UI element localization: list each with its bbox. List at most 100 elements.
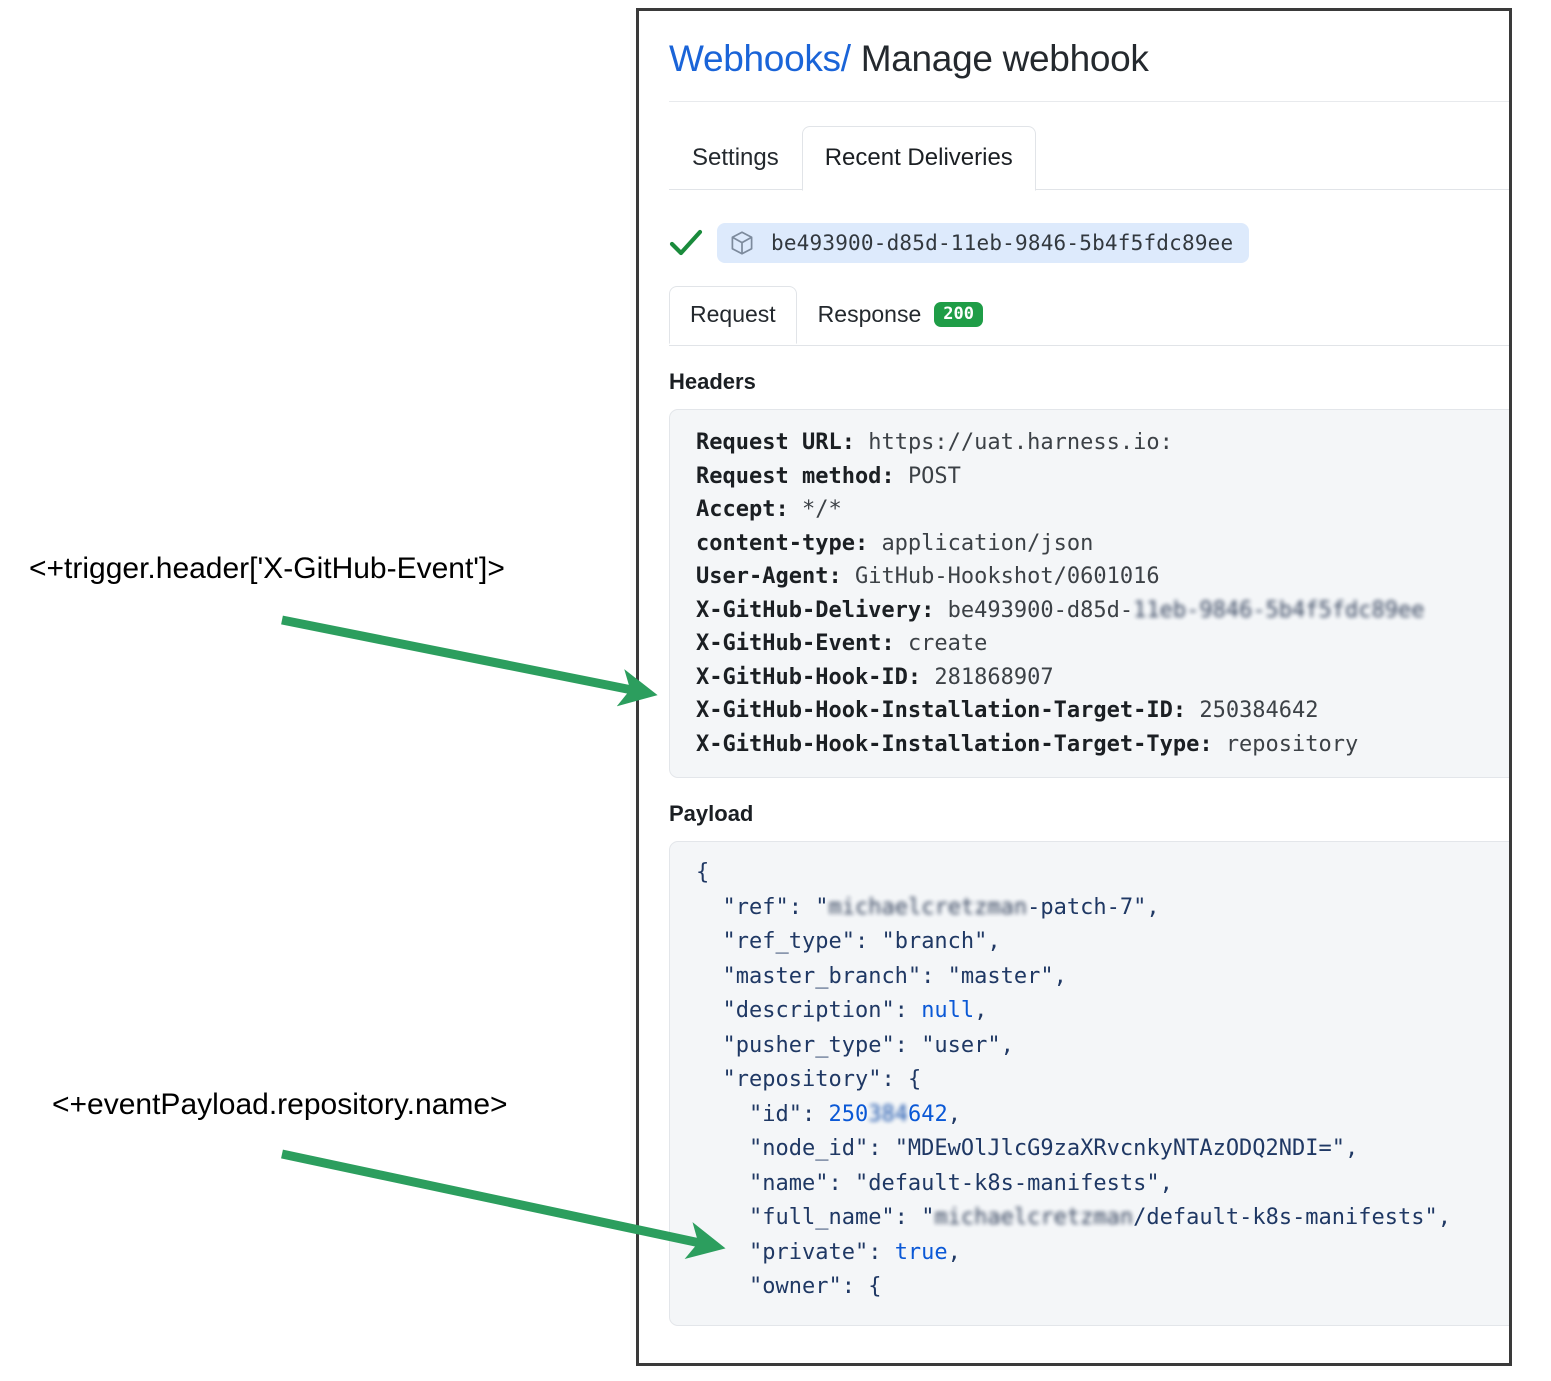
header-key: X-GitHub-Delivery: [696,597,935,623]
payload-comma: , [974,998,988,1023]
payload-comma: , [1437,1205,1452,1230]
payload-value: "default-k8s-manifests" [854,1170,1160,1196]
payload-value-tail: 642 [907,1101,948,1127]
payload-key: "ref_type": [722,929,869,954]
payload-quote: " [921,1205,935,1230]
tab-settings[interactable]: Settings [692,144,779,171]
header-key: X-GitHub-Hook-Installation-Target-Type: [696,731,1213,757]
header-value: create [907,631,988,656]
payload-key: "pusher_type": [722,1032,908,1058]
payload-line: "ref": "michaelcretzman-patch-7", [696,891,1509,926]
tab-recent-deliveries[interactable]: Recent Deliveries [801,126,1036,191]
payload-value: { [907,1067,922,1092]
header-value: 250384642 [1199,698,1319,723]
header-key: X-GitHub-Hook-Installation-Target-ID: [696,698,1187,723]
payload-key: "full_name": [748,1205,908,1230]
page-title-text: Manage webhook [860,38,1149,79]
payload-open-brace: { [696,860,710,885]
headers-code-box: Request URL: https://uat.harness.io: Req… [669,409,1509,778]
payload-value: -patch-7" [1027,894,1147,920]
header-line: X-GitHub-Event: create [696,627,1509,661]
subtab-response-label: Response [817,301,922,327]
header-key: Request URL: [696,430,855,455]
title-divider [669,101,1509,102]
payload-line: "owner": { [696,1270,1509,1305]
payload-line: "private": true, [696,1236,1509,1271]
payload-line: "node_id": "MDEwOlJlcG9zaXRvcnkyNTAzODQ2… [696,1132,1509,1167]
header-line: User-Agent: GitHub-Hookshot/0601016 [696,560,1509,594]
header-key: X-GitHub-Event: [696,631,895,656]
payload-code-box: { "ref": "michaelcretzman-patch-7", "ref… [669,841,1509,1326]
header-line: Request URL: https://uat.harness.io: [696,426,1509,460]
check-icon [669,228,703,258]
header-value: https://uat.harness.io: [868,430,1173,455]
payload-line: "pusher_type": "user", [696,1029,1509,1064]
payload-value: "user" [921,1032,1001,1058]
delivery-id-text: be493900-d85d-11eb-9846-5b4f5fdc89ee [771,231,1234,255]
payload-line: "full_name": "michaelcretzman/default-k8… [696,1201,1509,1236]
header-line: X-GitHub-Hook-Installation-Target-Type: … [696,728,1509,762]
payload-comma: , [1345,1136,1359,1161]
annotation-arrow-trigger-header [281,615,658,707]
payload-comma: , [1053,963,1067,989]
payload-key: "name": [748,1170,842,1196]
header-line: X-GitHub-Hook-Installation-Target-ID: 25… [696,694,1509,728]
header-line: X-GitHub-Delivery: be493900-d85d-11eb-98… [696,594,1509,628]
payload-value: "branch" [881,929,988,954]
header-value: 281868907 [934,664,1054,690]
webhook-screenshot-panel: Webhooks/ Manage webhook Settings Recent … [636,8,1512,1366]
annotation-label-event-payload: <+eventPayload.repository.name> [52,1088,508,1121]
header-key: Request method: [696,463,895,489]
header-line: Request method: POST [696,460,1509,494]
payload-key: "ref": [722,894,802,920]
header-line: Accept: */* [696,493,1509,527]
payload-quote: " [815,894,829,920]
payload-value: /default-k8s-manifests" [1133,1205,1438,1230]
payload-key: "id": [748,1101,816,1127]
payload-key: "node_id": [748,1136,882,1161]
subtab-response[interactable]: Response 200 [797,286,1004,344]
redacted-delivery-id: 11eb-9846-5b4f5fdc89ee [1133,597,1425,623]
breadcrumb-separator: / [840,38,851,79]
payload-comma: , [1146,894,1160,920]
breadcrumb-webhooks-link[interactable]: Webhooks [669,38,841,79]
payload-line: "repository": { [696,1063,1509,1098]
delivery-row: be493900-d85d-11eb-9846-5b4f5fdc89ee [669,220,1509,266]
annotation-label-trigger-header: <+trigger.header['X-GitHub-Event']> [29,552,505,585]
payload-line-name: "name": "default-k8s-manifests", [696,1167,1509,1202]
payload-value: { [868,1274,882,1299]
payload-line: "id": 250384642, [696,1098,1509,1133]
payload-key: "private": [748,1239,882,1265]
redacted-username: michaelcretzman [828,894,1028,920]
cube-icon [729,230,755,256]
payload-key: "master_branch": [722,963,935,989]
payload-key: "owner": [748,1274,855,1299]
subtab-request[interactable]: Request [669,286,797,344]
primary-tabbar: Settings Recent Deliveries [669,126,1509,191]
payload-value: null [921,998,975,1023]
header-key: X-GitHub-Hook-ID: [696,664,922,690]
payload-line: "description": null, [696,994,1509,1029]
header-line: content-type: application/json [696,527,1509,561]
payload-comma: , [1159,1170,1173,1196]
payload-value: true [894,1239,948,1265]
header-key: User-Agent: [696,564,842,589]
payload-line: { [696,856,1509,891]
header-value: be493900-d85d- [947,597,1134,623]
header-line: X-GitHub-Hook-ID: 281868907 [696,661,1509,695]
header-key: Accept: [696,497,789,522]
payload-heading: Payload [669,801,754,826]
header-value: GitHub-Hookshot/0601016 [854,564,1160,589]
header-value: */* [801,497,842,522]
delivery-id-pill[interactable]: be493900-d85d-11eb-9846-5b4f5fdc89ee [717,223,1250,263]
payload-comma: , [987,929,1001,954]
header-key: content-type: [696,530,869,556]
status-badge: 200 [934,302,983,327]
redacted-repo-id: 384 [868,1101,908,1127]
headers-heading: Headers [669,369,756,394]
payload-value: 250 [828,1101,869,1127]
payload-comma: , [947,1239,961,1265]
payload-line: "ref_type": "branch", [696,925,1509,960]
header-value: POST [907,463,961,489]
payload-key: "repository": [722,1067,895,1092]
